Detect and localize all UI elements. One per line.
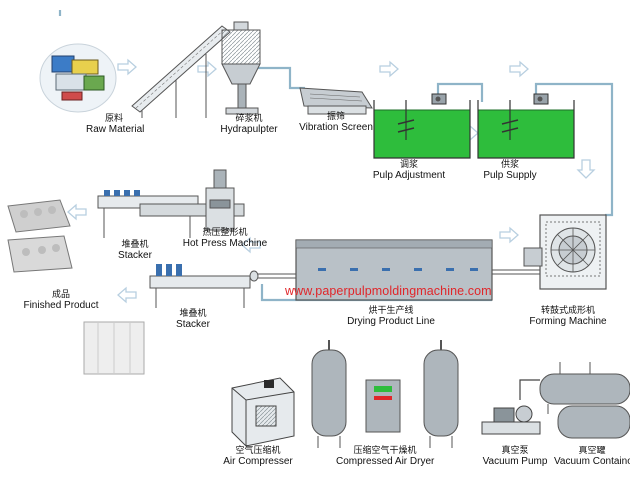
feed-conveyor — [131, 25, 231, 118]
label-hot-press: 热压整形机 Hot Press Machine — [180, 228, 270, 250]
pulp-supply-en: Pulp Supply — [483, 170, 537, 181]
stacker-top-en: Stacker — [118, 250, 152, 261]
label-vacuum-container: 真空罐 Vacuum Containo — [554, 446, 630, 468]
label-finished-product: 成品 Finished Product — [18, 290, 104, 312]
watermark-url: www.paperpulpmoldingmachine.com — [285, 284, 492, 298]
label-air-dryer: 压缩空气干燥机 Compressed Air Dryer — [336, 446, 434, 468]
air-dryer-en: Compressed Air Dryer — [336, 456, 435, 467]
label-stacker-top: 堆叠机 Stacker — [110, 240, 160, 262]
vacuum-pump-machine — [481, 379, 541, 435]
vacuum-container-tanks — [539, 362, 630, 439]
flow-arrow-icon — [509, 60, 529, 78]
air-storage-tank-right — [423, 340, 459, 448]
forming-machine-en: Forming Machine — [529, 316, 607, 327]
label-forming-machine: 转鼓式成形机 Forming Machine — [526, 306, 610, 328]
finished-product-image — [7, 199, 145, 375]
hydrapulpter-cn: 碎浆机 — [235, 114, 263, 124]
hydrapulpter-en: Hydrapulpter — [220, 124, 278, 135]
vacuum-container-en: Vacuum Containo — [554, 456, 630, 467]
air-compressor-en: Air Compresser — [223, 456, 293, 467]
forming-machine-cn: 转鼓式成形机 — [540, 306, 595, 316]
flow-arrow-icon — [499, 226, 519, 244]
drying-line-en: Drying Product Line — [347, 316, 435, 327]
pulp-adjustment-tank — [373, 93, 471, 159]
vibration-screen-machine — [299, 87, 373, 115]
flow-arrow-icon — [576, 159, 596, 179]
drying-line-cn: 烘干生产线 — [368, 306, 414, 316]
raw-material-image — [39, 43, 117, 113]
flow-arrow-icon — [67, 203, 87, 221]
flow-arrows — [67, 58, 596, 304]
label-pulp-supply: 供浆 Pulp Supply — [476, 160, 544, 182]
hot-press-cn: 热压整形机 — [202, 228, 248, 238]
label-air-compressor: 空气压缩机 Air Compresser — [220, 446, 296, 468]
vibration-screen-cn: 振筛 — [326, 112, 345, 122]
label-drying-line: 烘干生产线 Drying Product Line — [338, 306, 444, 328]
pulp-supply-tank — [477, 93, 575, 159]
vacuum-pump-cn: 真空泵 — [501, 446, 529, 456]
pulp-supply-cn: 供浆 — [500, 160, 519, 170]
flow-arrow-icon — [117, 286, 137, 304]
drying-line — [249, 239, 540, 301]
finished-product-cn: 成品 — [51, 290, 70, 300]
label-vibration-screen: 振筛 Vibration Screen — [296, 112, 376, 134]
air-storage-tank-left — [311, 340, 347, 448]
air-dryer-cn: 压缩空气干燥机 — [353, 446, 417, 456]
finished-product-en: Finished Product — [23, 300, 99, 311]
pulp-adjustment-cn: 调浆 — [399, 160, 418, 170]
vacuum-pump-en: Vacuum Pump — [482, 456, 548, 467]
vacuum-container-cn: 真空罐 — [578, 446, 606, 456]
air-compressor-cn: 空气压缩机 — [235, 446, 281, 456]
vibration-screen-en: Vibration Screen — [299, 122, 373, 133]
flow-arrow-icon — [379, 60, 399, 78]
air-compressor-machine — [231, 377, 295, 447]
pulp-adjustment-en: Pulp Adjustment — [372, 170, 446, 181]
label-pulp-adjustment: 调浆 Pulp Adjustment — [366, 160, 452, 182]
raw-material-en: Raw Material — [86, 124, 145, 135]
label-raw-material: 原料 Raw Material — [86, 114, 145, 136]
forming-machine — [523, 214, 607, 290]
raw-material-cn: 原料 — [104, 114, 123, 124]
label-stacker-bottom: 堆叠机 Stacker — [168, 309, 218, 331]
stacker-bottom-en: Stacker — [176, 319, 210, 330]
flow-arrow-icon — [197, 60, 217, 78]
hot-press-en: Hot Press Machine — [182, 238, 268, 249]
hydrapulper-machine — [221, 21, 261, 115]
air-dryer-machine — [365, 379, 401, 433]
stacker-bottom-cn: 堆叠机 — [179, 309, 207, 319]
flow-arrow-icon — [241, 236, 261, 254]
stacker-top-cn: 堆叠机 — [121, 240, 149, 250]
flow-arrow-icon — [117, 58, 137, 76]
label-vacuum-pump: 真空泵 Vacuum Pump — [478, 446, 552, 468]
hot-press-machine — [205, 169, 235, 231]
stacker-bottom-machine — [149, 264, 251, 308]
label-hydrapulpter: 碎浆机 Hydrapulpter — [214, 114, 284, 136]
